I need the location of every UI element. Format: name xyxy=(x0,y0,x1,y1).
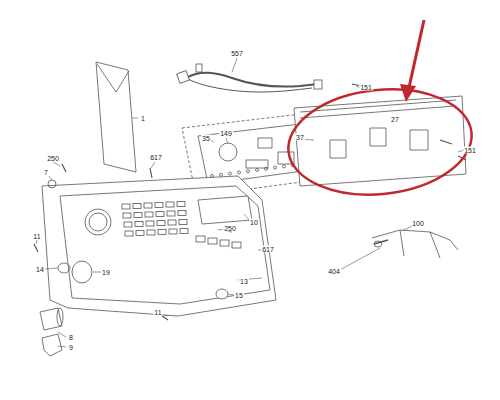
callout-number: 250 xyxy=(46,155,60,162)
callout-number: 404 xyxy=(327,268,341,275)
button xyxy=(133,204,141,209)
panel-flange xyxy=(300,106,455,118)
wire-harness xyxy=(186,78,312,92)
component xyxy=(274,166,277,169)
button xyxy=(168,220,176,225)
button xyxy=(155,203,163,208)
callout-number: 9 xyxy=(68,344,74,351)
button xyxy=(232,242,241,248)
callout-number: 14 xyxy=(35,266,45,273)
callout-number: 151 xyxy=(463,147,477,154)
button xyxy=(220,240,229,246)
highlight-arrow xyxy=(408,20,424,92)
clip xyxy=(216,289,228,299)
manual-sheet xyxy=(96,62,136,172)
display-window xyxy=(198,196,252,224)
button xyxy=(146,221,154,226)
screw xyxy=(34,164,270,320)
leader-line xyxy=(36,58,464,347)
callout-number: 250 xyxy=(223,225,237,232)
cylinder xyxy=(40,308,62,330)
callout-number: 11 xyxy=(32,233,41,240)
button xyxy=(135,222,143,227)
highlight-arrowhead xyxy=(400,84,416,102)
button xyxy=(136,231,144,236)
callout-number: 617 xyxy=(149,154,163,161)
callout-number: 27 xyxy=(390,116,400,123)
component xyxy=(220,173,223,176)
component xyxy=(265,167,268,170)
display-chip xyxy=(246,160,268,168)
button xyxy=(145,212,153,217)
callout-number: 1 xyxy=(140,115,146,122)
callout-number: 10 xyxy=(249,219,259,226)
callout-number: 149 xyxy=(219,130,233,137)
chip xyxy=(258,138,272,148)
callout-number: 151 xyxy=(359,84,373,91)
callout-number: 557 xyxy=(230,50,244,57)
wire-harness xyxy=(372,230,458,258)
button xyxy=(156,212,164,217)
encoder xyxy=(219,143,237,161)
callout-number: 35 xyxy=(201,135,211,142)
button xyxy=(169,229,177,234)
callout-number: 100 xyxy=(411,220,425,227)
sensor xyxy=(374,241,382,247)
bracket xyxy=(42,334,62,356)
button xyxy=(208,238,217,244)
button xyxy=(166,202,174,207)
component xyxy=(283,165,286,168)
button xyxy=(158,230,166,235)
callout-number: 7 xyxy=(43,169,49,176)
component xyxy=(247,170,250,173)
button xyxy=(134,213,142,218)
panel-cutouts xyxy=(330,128,428,158)
knob-cap xyxy=(48,180,56,188)
console-bezel xyxy=(42,176,276,316)
knob-insert xyxy=(58,263,70,273)
button xyxy=(144,203,152,208)
dial-ring xyxy=(89,213,107,231)
button xyxy=(178,211,186,216)
component xyxy=(229,172,232,175)
button xyxy=(125,231,133,236)
highlight-ellipse xyxy=(283,81,477,204)
callout-number: 19 xyxy=(101,269,111,276)
button xyxy=(124,222,132,227)
component xyxy=(256,169,259,172)
cylinder-end xyxy=(57,308,63,326)
callout-number: 15 xyxy=(234,292,244,299)
rear-panel xyxy=(294,96,466,186)
component xyxy=(238,171,241,174)
wire-harness xyxy=(186,73,318,87)
button xyxy=(157,221,165,226)
button xyxy=(123,213,131,218)
callout-number: 617 xyxy=(261,246,275,253)
screw xyxy=(352,84,466,160)
board-components xyxy=(211,164,295,178)
button xyxy=(167,211,175,216)
connector xyxy=(314,80,322,89)
callout-number: 37 xyxy=(295,134,305,141)
connector xyxy=(196,64,202,72)
callout-number: 8 xyxy=(68,334,74,341)
connector xyxy=(177,71,190,84)
callout-number: 13 xyxy=(239,278,249,285)
button xyxy=(196,236,205,242)
button xyxy=(180,229,188,234)
button xyxy=(122,204,130,209)
knob xyxy=(72,261,92,283)
sheet-fold xyxy=(97,64,129,92)
dial-ring xyxy=(85,209,111,235)
bezel-face xyxy=(60,186,270,304)
button xyxy=(147,230,155,235)
button xyxy=(179,220,187,225)
button xyxy=(177,202,185,207)
callout-number: 11 xyxy=(153,309,162,316)
